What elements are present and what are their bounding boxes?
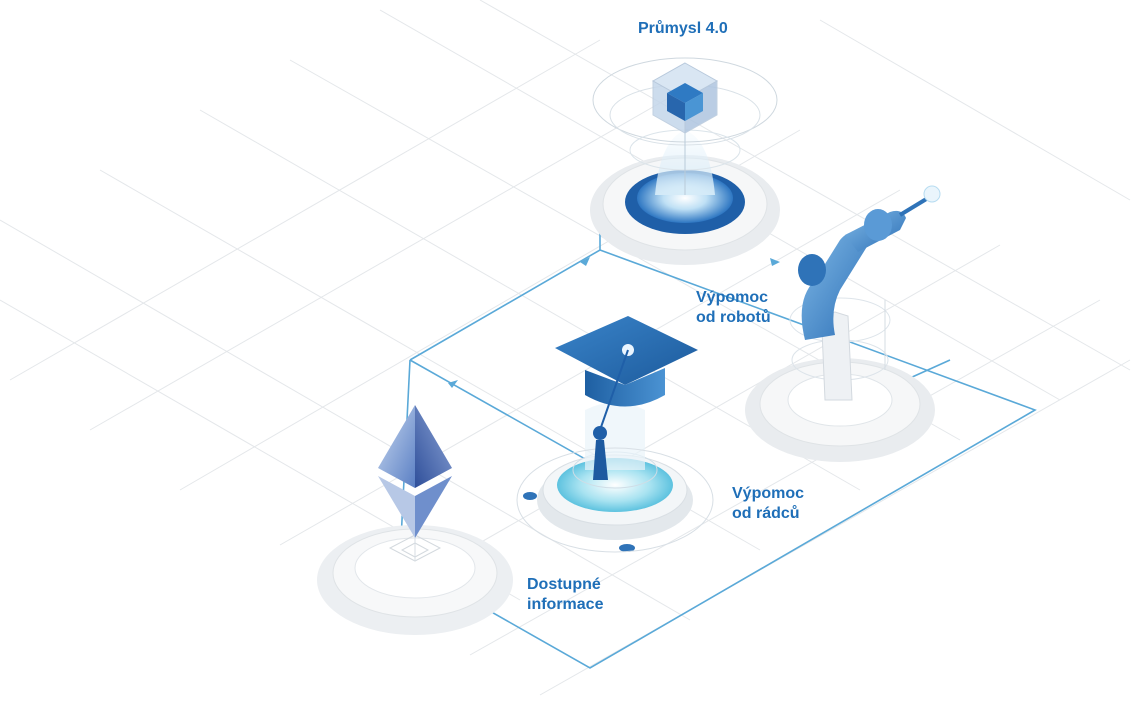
arrow-left-top [580, 257, 590, 266]
cube-icon [651, 62, 719, 134]
platform-robots [745, 297, 935, 462]
robot-arm-icon [798, 185, 941, 401]
flow-arrows [448, 257, 780, 388]
platform-industry [590, 57, 780, 265]
graduation-cap-icon [555, 316, 698, 480]
label-advisor-assistance: Výpomoc od rádců [732, 485, 805, 522]
arrow-right-top [770, 258, 780, 266]
crystal-icon [378, 405, 452, 560]
label-available-information: Dostupné informace [527, 576, 604, 613]
arrow-left-inner [448, 380, 458, 388]
platform-info [317, 525, 513, 635]
label-robot-assistance: Výpomoc od robotů [696, 289, 771, 326]
label-industry: Průmysl 4.0 [638, 20, 728, 37]
platform-advisors [516, 402, 714, 553]
